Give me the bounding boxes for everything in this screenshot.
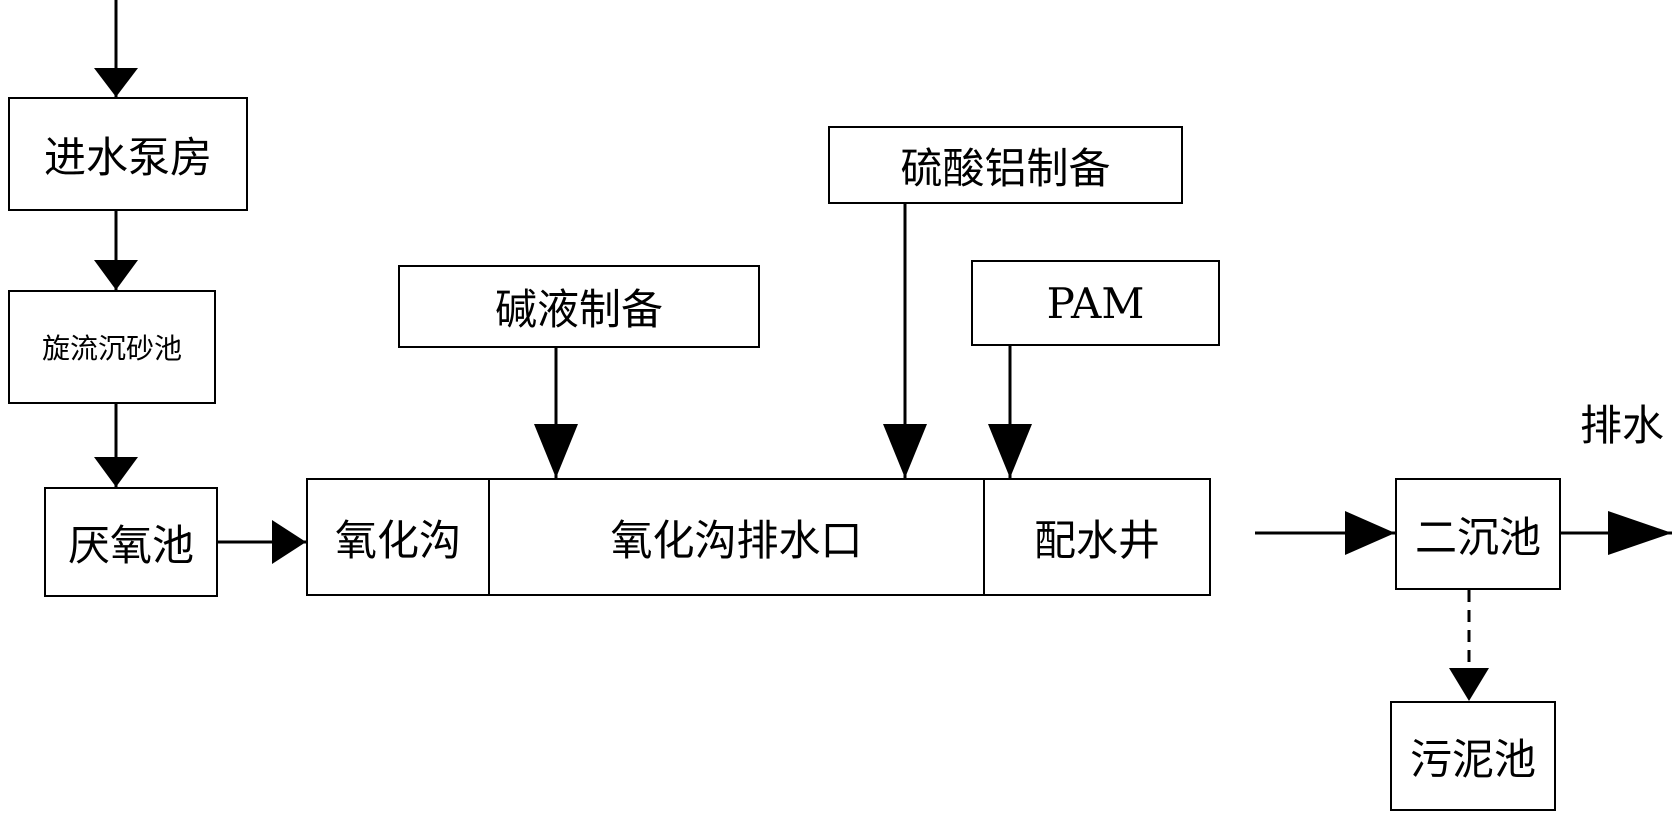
arrowhead-discharge <box>1608 511 1672 555</box>
node-grit-chamber-label: 旋流沉砂池 <box>41 332 182 365</box>
node-pam-label: PAM <box>1046 278 1145 328</box>
label-discharge: 排水 <box>1580 401 1665 450</box>
arrowhead-pam-to-well <box>988 424 1032 478</box>
node-alum-prep-label: 硫酸铝制备 <box>900 143 1111 193</box>
node-distribution-well-label: 配水井 <box>1033 515 1160 565</box>
node-ditch-outlet: 氧化沟排水口 <box>490 480 985 594</box>
arrowhead-grit-to-anaerobic <box>94 457 138 487</box>
node-alkali-prep-label: 碱液制备 <box>494 285 663 334</box>
node-oxidation-ditch: 氧化沟 <box>308 480 490 594</box>
node-oxidation-ditch-group: 氧化沟 氧化沟排水口 配水井 <box>306 478 1211 596</box>
arrowhead-pump-to-grit <box>94 260 138 290</box>
node-anaerobic-tank: 厌氧池 <box>44 487 218 597</box>
node-secondary-clarifier: 二沉池 <box>1395 478 1561 590</box>
node-distribution-well: 配水井 <box>985 480 1209 594</box>
node-grit-chamber: 旋流沉砂池 <box>8 290 216 404</box>
node-alum-prep: 硫酸铝制备 <box>828 126 1183 204</box>
node-inlet-pump: 进水泵房 <box>8 97 248 211</box>
arrowhead-alkali-to-outlet <box>534 424 578 478</box>
node-anaerobic-tank-label: 厌氧池 <box>67 520 194 570</box>
arrowhead-inflow <box>94 68 138 97</box>
node-ditch-outlet-label: 氧化沟排水口 <box>610 515 863 565</box>
arrowhead-well-to-clarifier <box>1345 511 1395 555</box>
arrowhead-anaerobic-to-ditch <box>272 520 306 564</box>
node-secondary-clarifier-label: 二沉池 <box>1414 512 1541 562</box>
node-sludge-tank-label: 污泥池 <box>1409 734 1536 784</box>
arrowhead-alum-to-outlet <box>883 424 927 478</box>
node-alkali-prep: 碱液制备 <box>398 265 760 348</box>
arrowhead-clarifier-to-sludge <box>1449 668 1489 701</box>
node-inlet-pump-label: 进水泵房 <box>43 132 212 182</box>
node-oxidation-ditch-label: 氧化沟 <box>334 515 461 565</box>
node-pam: PAM <box>971 260 1220 346</box>
node-sludge-tank: 污泥池 <box>1390 701 1556 811</box>
